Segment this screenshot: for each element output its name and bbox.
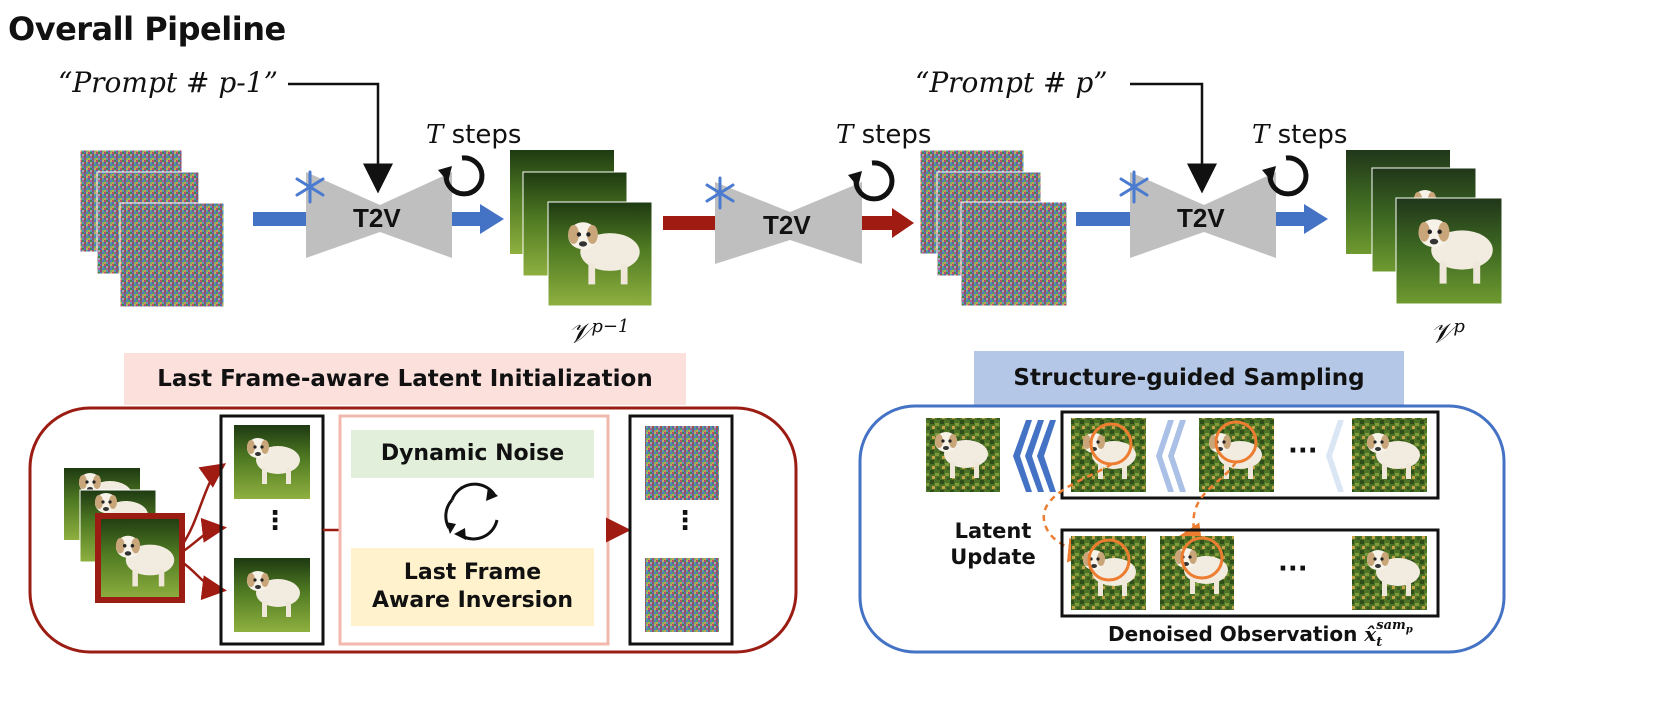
loop-arrow-3: [1267, 155, 1309, 197]
noise-stack-2: [919, 149, 1068, 307]
caption-math: x̂: [1364, 622, 1377, 646]
caption-text: Denoised Observation: [1108, 622, 1358, 646]
steps-word: steps: [861, 120, 932, 150]
video-label-prev-sup: p−1: [591, 316, 630, 337]
frames-ellipsis: ⋮: [262, 506, 288, 536]
caption-supsub: p: [1405, 624, 1413, 636]
figure-title: Overall Pipeline: [8, 10, 286, 48]
left-section-header: Last Frame-aware Latent Initialization: [157, 366, 653, 392]
inversion-line-2: Aware Inversion: [372, 588, 573, 613]
prompt-curr-label: “Prompt # p”: [915, 66, 1108, 99]
steps-label-1: T steps: [426, 120, 521, 150]
steps-label-2: T steps: [836, 120, 931, 150]
steps-word: steps: [1277, 120, 1348, 150]
steps-var: T: [426, 120, 444, 150]
video-label-prev-base: 𝒱: [568, 316, 592, 350]
right-section-frame: [858, 404, 1506, 654]
loop-arrow-2: [853, 160, 895, 202]
sampling-row-bottom: [1060, 528, 1440, 618]
chevron-left-icon: [1013, 420, 1056, 492]
noise-stack-1: [79, 149, 225, 308]
right-header-bg: [974, 351, 1404, 405]
t2v-label-1: T2V: [353, 203, 401, 233]
steps-word: steps: [451, 120, 522, 150]
prompt-connector-1: [288, 82, 393, 194]
output-arrow-1-shaft: [452, 212, 482, 226]
caption-sup: sam: [1376, 618, 1406, 634]
chevron-left-icon: [1156, 420, 1186, 492]
t2v-label-3: T2V: [1177, 203, 1225, 233]
output-arrow-1-head: [480, 204, 504, 234]
inversion-line-1: Last Frame: [403, 560, 542, 585]
input-arrow-3: [1076, 212, 1132, 226]
inversion-label: Last Frame Aware Inversion: [351, 548, 594, 626]
steps-label-3: T steps: [1252, 120, 1347, 150]
left-header-bg: [124, 353, 686, 405]
prompt-connector-2: [1130, 82, 1217, 194]
snowflake-icon: [1119, 170, 1149, 204]
snowflake-icon: [705, 176, 735, 210]
prompt-prev-label: “Prompt # p-1”: [58, 66, 278, 99]
noise-ellipsis: ⋮: [672, 506, 698, 536]
loop-arrow-1: [443, 155, 485, 197]
latent-update-label: Latent Update: [948, 518, 1038, 570]
top-row-ellipsis: ···: [1288, 436, 1318, 466]
input-arrow-1: [253, 212, 308, 226]
video-label-curr-sup: p: [1453, 316, 1465, 337]
steps-var: T: [836, 120, 854, 150]
denoised-caption: Denoised Observation x̂tsamp: [1108, 618, 1419, 650]
video-label-curr-base: 𝒱: [1430, 316, 1454, 350]
t2v-label-2: T2V: [763, 210, 811, 240]
video-stack-curr: [1346, 150, 1503, 305]
bottom-row-ellipsis: ···: [1278, 554, 1308, 584]
input-arrow-2: [663, 216, 719, 230]
t2v-block-3: [1130, 172, 1276, 258]
t2v-block-1: [306, 172, 452, 258]
left-section-frame: [28, 406, 798, 654]
steps-var: T: [1252, 120, 1270, 150]
video-stack-prev: [510, 150, 653, 307]
right-section-header: Structure-guided Sampling: [1013, 365, 1365, 391]
dynamic-noise-label: Dynamic Noise: [380, 441, 565, 466]
noise-column: [628, 414, 734, 646]
sampling-row-top: [1060, 410, 1440, 500]
video-label-prev: 𝒱p−1: [568, 316, 629, 350]
video-label-curr: 𝒱p: [1430, 316, 1465, 350]
caption-sub: t: [1376, 635, 1383, 650]
latent-update-line-1: Latent: [954, 519, 1032, 543]
latent-update-line-2: Update: [950, 545, 1036, 569]
snowflake-icon: [295, 170, 325, 204]
t2v-block-2: [715, 182, 862, 264]
chevron-left-icon: [1326, 420, 1344, 492]
